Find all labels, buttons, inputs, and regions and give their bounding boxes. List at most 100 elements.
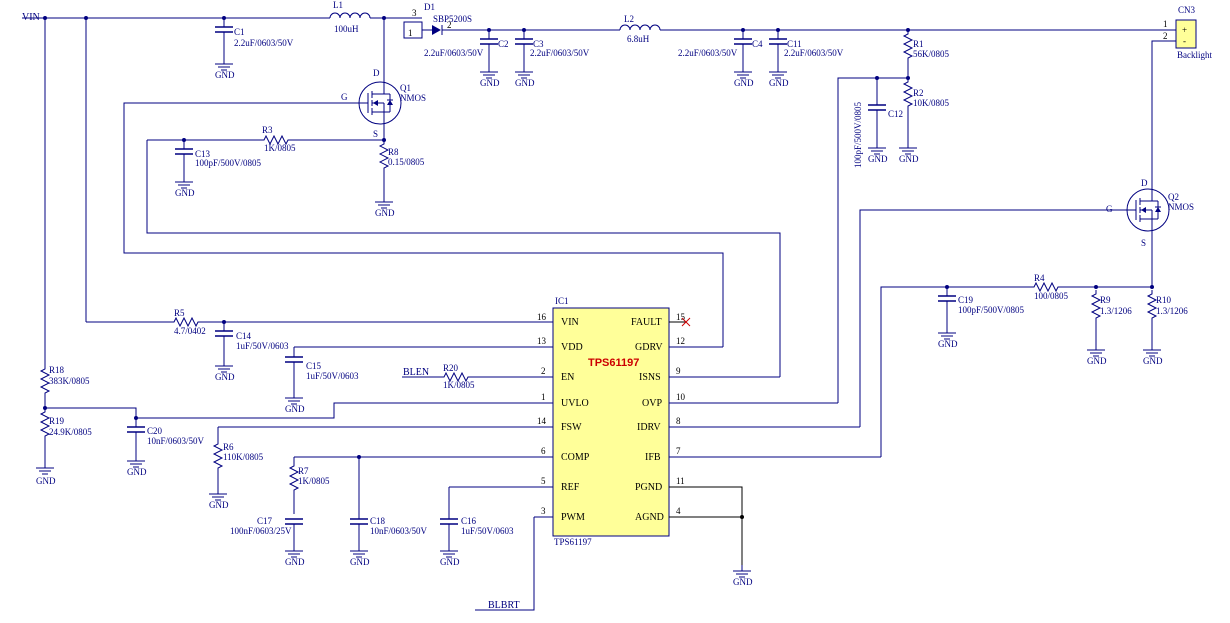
resistor-r7: R7 1K/0805: [289, 457, 330, 514]
svg-text:EN: EN: [561, 372, 574, 383]
svg-text:-: -: [1183, 36, 1186, 46]
svg-text:0.15/0805: 0.15/0805: [388, 157, 425, 167]
svg-text:16: 16: [537, 312, 547, 322]
svg-text:OVP: OVP: [642, 398, 662, 409]
svg-text:1: 1: [1163, 19, 1168, 29]
svg-text:Backlight: Backlight: [1177, 50, 1212, 60]
svg-text:CN3: CN3: [1178, 5, 1196, 15]
svg-text:2.2uF/0603/50V: 2.2uF/0603/50V: [424, 48, 484, 58]
ic-tps61197: IC1 TPS61197 TPS61197 16 VIN 13 VDD 2 EN…: [537, 296, 691, 547]
capacitor-c13: C13 100pF/500V/0805 GND: [174, 139, 262, 198]
svg-text:C3: C3: [533, 39, 544, 49]
svg-text:2: 2: [1163, 31, 1168, 41]
mosfet-q2: G D S Q2 NMOS: [859, 178, 1194, 427]
svg-text:S: S: [1141, 238, 1146, 248]
svg-text:R6: R6: [223, 442, 234, 452]
svg-text:2: 2: [447, 20, 452, 30]
svg-text:AGND: AGND: [635, 512, 664, 523]
diode-d1: 3 1 2 D1 SBP5200S: [403, 2, 472, 39]
svg-text:GND: GND: [215, 372, 235, 382]
svg-text:R9: R9: [1100, 295, 1111, 305]
ic-left-pins: 16 VIN 13 VDD 2 EN 1 UVLO 14 FSW 6 COMP …: [537, 312, 590, 523]
svg-text:100/0805: 100/0805: [1034, 291, 1069, 301]
svg-text:7: 7: [676, 446, 681, 456]
svg-text:4.7/0402: 4.7/0402: [174, 326, 206, 336]
svg-text:PWM: PWM: [561, 512, 585, 523]
svg-text:6: 6: [541, 446, 546, 456]
svg-text:10: 10: [676, 392, 686, 402]
capacitor-c16: C16 1uF/50V/0603 GND: [439, 487, 514, 567]
net-blen-label: BLEN: [403, 367, 429, 378]
svg-text:5: 5: [541, 476, 546, 486]
svg-text:C18: C18: [370, 516, 386, 526]
svg-text:1K/0805: 1K/0805: [298, 476, 330, 486]
svg-text:C11: C11: [787, 39, 802, 49]
svg-text:PGND: PGND: [635, 482, 662, 493]
connector-cn3: CN3 1 2 + - Backlight: [1151, 5, 1212, 188]
capacitor-c2: C2 2.2uF/0603/50V GND: [424, 29, 509, 88]
resistor-r2: R2 10K/0805 GND: [898, 77, 950, 164]
svg-text:C1: C1: [234, 27, 245, 37]
svg-text:14: 14: [537, 416, 547, 426]
resistor-r5: R5 4.7/0402: [174, 308, 206, 336]
svg-text:R7: R7: [298, 466, 309, 476]
svg-text:C16: C16: [461, 516, 477, 526]
svg-text:D: D: [373, 68, 380, 78]
svg-text:GND: GND: [1087, 356, 1107, 366]
svg-text:GND: GND: [285, 557, 305, 567]
resistor-r6: R6 110K/0805 GND: [208, 439, 264, 510]
svg-text:1: 1: [541, 392, 546, 402]
svg-text:Q1: Q1: [400, 83, 411, 93]
resistor-r1: R1 56K/0805: [903, 29, 950, 78]
svg-text:6.8uH: 6.8uH: [627, 34, 650, 44]
svg-text:13: 13: [537, 336, 547, 346]
svg-text:11: 11: [676, 476, 685, 486]
resistor-r8: R8 0.15/0805 GND: [374, 139, 425, 218]
svg-text:GND: GND: [36, 476, 56, 486]
svg-text:3: 3: [412, 8, 417, 18]
svg-text:S: S: [373, 129, 378, 139]
capacitor-c14: C14 1uF/50V/0603 GND: [214, 321, 289, 382]
svg-text:2.2uF/0603/50V: 2.2uF/0603/50V: [784, 48, 844, 58]
svg-text:R4: R4: [1034, 273, 1045, 283]
svg-text:C4: C4: [752, 39, 763, 49]
svg-text:GND: GND: [127, 467, 147, 477]
svg-text:GND: GND: [440, 557, 460, 567]
svg-text:100uH: 100uH: [334, 24, 359, 34]
svg-text:8: 8: [676, 416, 681, 426]
svg-text:GND: GND: [734, 78, 754, 88]
svg-text:R18: R18: [49, 365, 65, 375]
svg-text:C15: C15: [306, 361, 322, 371]
resistor-r18: R18 383K/0805: [40, 364, 138, 420]
svg-text:SBP5200S: SBP5200S: [433, 14, 472, 24]
svg-text:C13: C13: [195, 149, 211, 159]
svg-text:IFB: IFB: [645, 452, 661, 463]
svg-text:2.2uF/0603/50V: 2.2uF/0603/50V: [678, 48, 738, 58]
svg-text:GND: GND: [868, 154, 888, 164]
svg-text:G: G: [1106, 204, 1113, 214]
svg-text:D: D: [1141, 178, 1148, 188]
svg-text:IDRV: IDRV: [637, 422, 661, 433]
svg-text:NMOS: NMOS: [1168, 202, 1194, 212]
svg-text:C17: C17: [257, 516, 273, 526]
svg-text:C20: C20: [147, 426, 163, 436]
svg-text:G: G: [341, 92, 348, 102]
svg-text:C12: C12: [888, 109, 903, 119]
svg-text:1.3/1206: 1.3/1206: [1100, 306, 1132, 316]
fault-no-connect-icon: [669, 317, 691, 327]
svg-text:10nF/0603/50V: 10nF/0603/50V: [147, 436, 205, 446]
svg-text:1uF/50V/0603: 1uF/50V/0603: [236, 341, 289, 351]
inductor-l2: L2 6.8uH: [619, 14, 1165, 44]
svg-text:R3: R3: [262, 125, 273, 135]
svg-text:GND: GND: [899, 154, 919, 164]
ic-right-pins: 15 FAULT 12 GDRV 9 ISNS 10 OVP 8 IDRV 7 …: [631, 312, 686, 523]
svg-text:R19: R19: [49, 416, 65, 426]
svg-text:100nF/0603/25V: 100nF/0603/25V: [230, 526, 292, 536]
svg-text:2.2uF/0603/50V: 2.2uF/0603/50V: [530, 48, 590, 58]
capacitor-c11: C11 2.2uF/0603/50V GND: [768, 29, 844, 88]
capacitor-c4: C4 2.2uF/0603/50V GND: [678, 29, 763, 88]
svg-text:L1: L1: [333, 0, 343, 10]
input-rail: VIN: [22, 12, 330, 365]
svg-text:GND: GND: [175, 188, 195, 198]
resistor-r19: R19 24.9K/0805 GND: [35, 407, 92, 486]
